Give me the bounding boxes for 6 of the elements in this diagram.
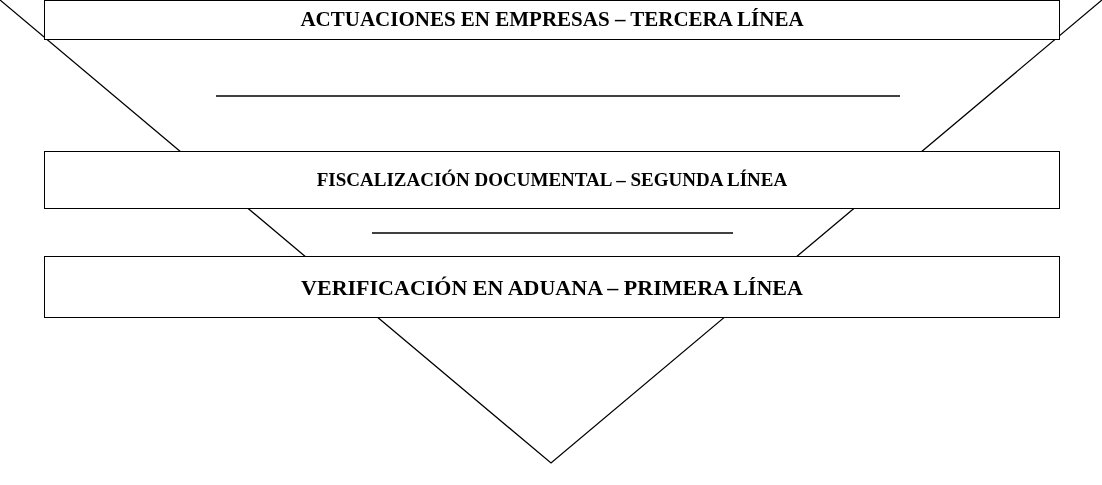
- level-box: [44, 151, 1060, 209]
- level-box: [44, 0, 1060, 40]
- level-label: FISCALIZACIÓN DOCUMENTAL – SEGUNDA LÍNEA: [316, 167, 788, 192]
- level-box: [44, 256, 1060, 318]
- level-label: VERIFICACIÓN EN ADUANA – PRIMERA LÍNEA: [301, 273, 803, 302]
- level-label: ACTUACIONES EN EMPRESAS – TERCERA LÍNEA: [300, 6, 804, 34]
